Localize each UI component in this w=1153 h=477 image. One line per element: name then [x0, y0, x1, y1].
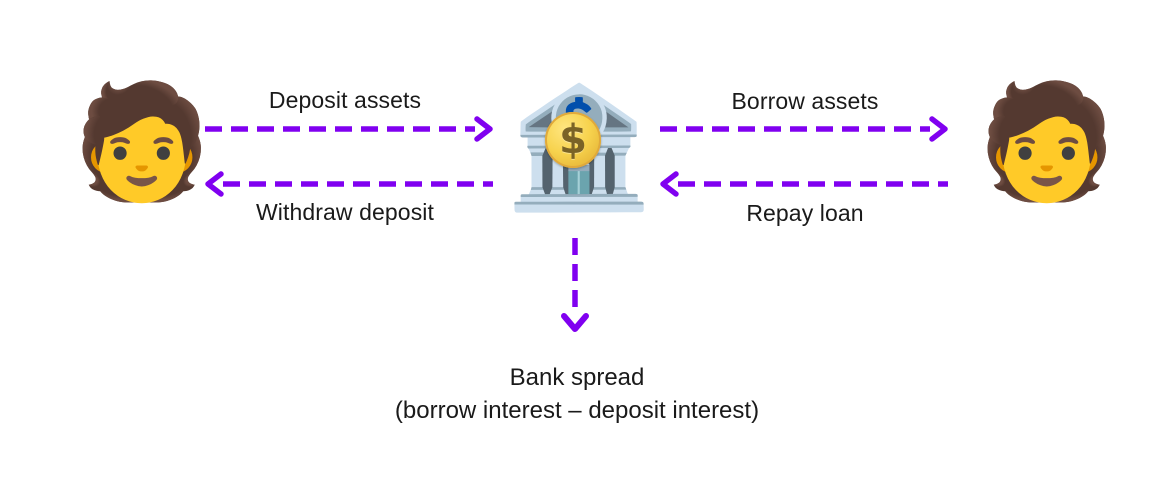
repay-loan-label: Repay loan	[746, 200, 864, 226]
bank-spread-formula: (borrow interest – deposit interest)	[394, 397, 760, 424]
borrow-assets-label: Borrow assets	[731, 88, 879, 114]
bank-node: 🏦 $	[505, 88, 655, 228]
repay-loan-arrow	[658, 171, 950, 197]
bank-spread-arrow	[561, 238, 589, 334]
bank-spread-caption: Bank spread (borrow interest – deposit i…	[277, 361, 877, 427]
deposit-assets-arrow	[205, 116, 497, 142]
dollar-coin-icon: $	[545, 112, 601, 168]
withdraw-deposit-arrow	[203, 171, 495, 197]
borrow-assets-arrow	[660, 116, 952, 142]
withdraw-deposit-label: Withdraw deposit	[255, 199, 434, 225]
depositor-person-icon: 🧑	[72, 77, 212, 207]
deposit-assets-label: Deposit assets	[268, 87, 422, 113]
borrower-person-icon: 🧑	[977, 77, 1117, 207]
bank-spread-title: Bank spread	[509, 364, 645, 391]
